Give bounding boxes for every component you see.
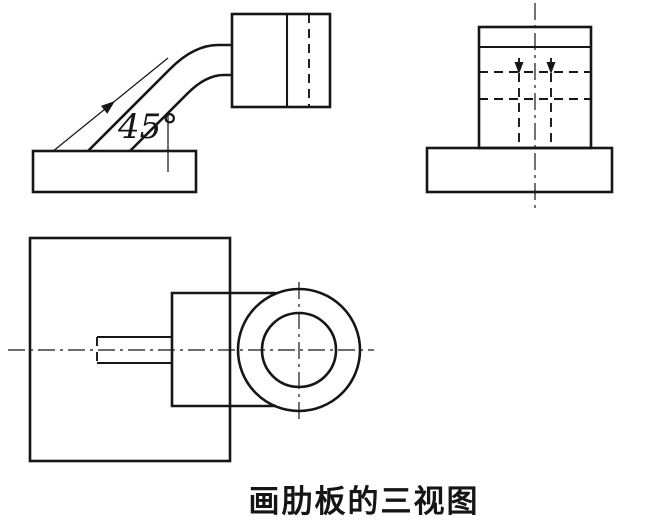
top-view (8, 236, 374, 463)
angle-dimension-label: 45° (117, 107, 178, 147)
rib-inner-profile (129, 73, 232, 152)
side-arrowhead-right-icon (546, 62, 556, 74)
front-upper-block (230, 12, 332, 109)
front-view: 45° (31, 12, 332, 194)
front-base-plate (31, 149, 198, 194)
side-base-plate (425, 146, 614, 194)
side-arrowhead-left-icon (514, 62, 524, 74)
rib-outer-profile (87, 43, 232, 152)
figure-caption: 画肋板的三视图 (248, 484, 480, 519)
angle-arrowhead-icon (101, 101, 115, 114)
side-view (425, 3, 614, 212)
